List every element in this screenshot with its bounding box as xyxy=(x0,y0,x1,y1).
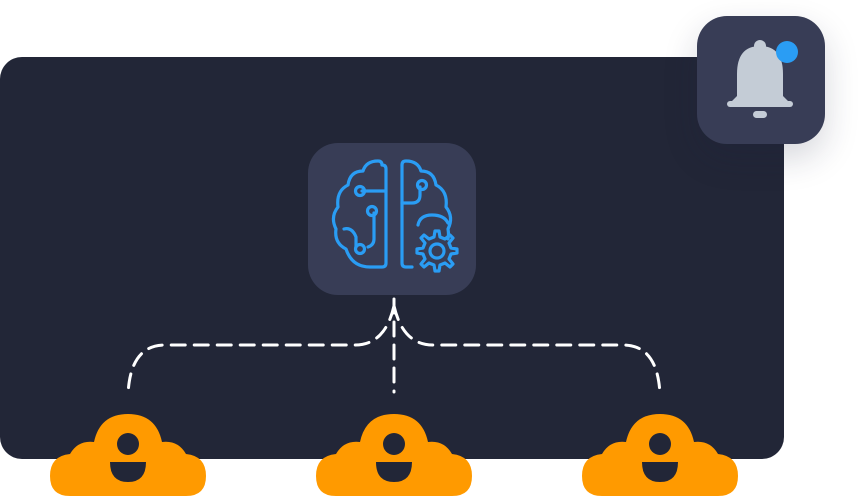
user-head xyxy=(383,433,405,455)
brain-right-hemisphere xyxy=(400,159,453,241)
user-smile xyxy=(642,462,678,482)
right-circuit-1 xyxy=(400,185,422,205)
user-cloud-right xyxy=(580,412,740,496)
gear-icon xyxy=(415,229,459,273)
gear-center xyxy=(428,242,446,260)
user-head xyxy=(117,433,139,455)
bell-clapper xyxy=(753,111,767,118)
left-node-1 xyxy=(353,184,367,198)
bell-icon xyxy=(727,40,798,118)
user-smile xyxy=(110,462,146,482)
notification-bell-tile xyxy=(697,16,825,144)
bell-body xyxy=(731,46,789,102)
user-cloud-left xyxy=(48,412,208,496)
left-node-2 xyxy=(365,204,379,218)
right-node-1 xyxy=(415,178,429,192)
notification-dot xyxy=(776,41,798,63)
user-cloud-center xyxy=(314,412,474,496)
left-circuit-2 xyxy=(366,211,376,249)
left-node-3 xyxy=(353,242,367,256)
connector-right xyxy=(392,304,662,397)
brain-right-bottom xyxy=(400,163,414,269)
ai-brain-tile xyxy=(308,143,476,295)
brain-circuit-gear-icon xyxy=(331,159,459,273)
user-smile xyxy=(376,462,412,482)
right-circuit-2 xyxy=(416,213,450,227)
user-cloud-icon xyxy=(316,414,472,496)
user-cloud-icon xyxy=(50,414,206,496)
user-cloud-icon xyxy=(582,414,738,496)
brain-left-hemisphere xyxy=(331,159,388,269)
left-circuit-3 xyxy=(342,227,358,249)
connector-left xyxy=(126,304,396,397)
bell-base xyxy=(727,101,793,107)
user-head xyxy=(649,433,671,455)
